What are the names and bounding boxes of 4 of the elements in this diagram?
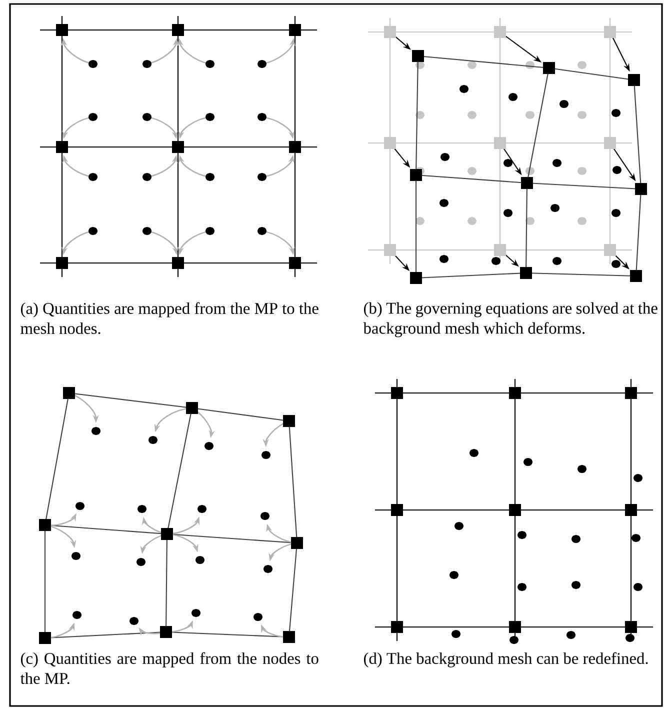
caption: (c) Quantities are mapped from the nodes to the MP. (20, 652, 318, 684)
caption: (b) The governing equations are solved at the background mesh which deforms. (363, 302, 658, 338)
caption: (d) The background mesh can be redefined. (364, 652, 648, 668)
caption: (a) Quantities are mapped from the MP to the mesh nodes. (20, 302, 318, 334)
